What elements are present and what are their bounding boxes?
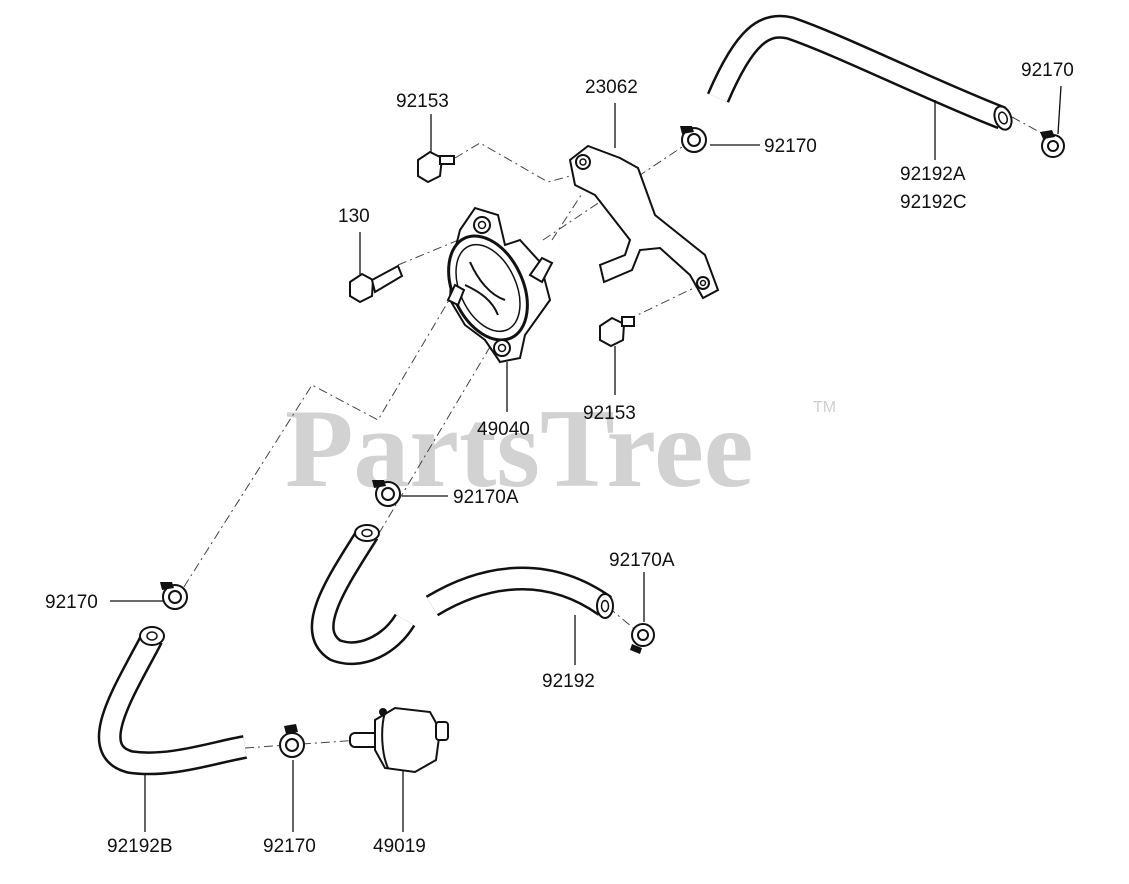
clamp-92170A-lower xyxy=(630,623,655,654)
clamp-92170-top-right xyxy=(1040,130,1065,158)
label-49040[interactable]: 49040 xyxy=(477,419,530,440)
fuel-pump-49040 xyxy=(446,206,554,364)
clamp-92170-bottom xyxy=(279,724,305,758)
leader-lines xyxy=(110,85,1062,832)
hose-92192B xyxy=(97,626,248,776)
label-92170-top-right[interactable]: 92170 xyxy=(1021,60,1074,81)
bracket-23062 xyxy=(568,144,720,300)
label-49019[interactable]: 49019 xyxy=(373,836,426,857)
label-92170A-upper[interactable]: 92170A xyxy=(453,487,519,508)
clamp-92170-left xyxy=(160,582,188,610)
part-number-labels: 92153 23062 92170 92170 92192A 92192C 13… xyxy=(45,60,1074,857)
label-92192[interactable]: 92192 xyxy=(542,671,595,692)
watermark: PartsTree TM xyxy=(285,387,836,511)
hose-92192A xyxy=(706,14,1013,131)
label-92192A[interactable]: 92192A xyxy=(900,164,966,185)
bolt-92153-bottom xyxy=(599,316,635,348)
hose-92192 xyxy=(310,524,614,666)
fuel-filter-49019 xyxy=(349,706,449,774)
watermark-trademark: TM xyxy=(813,399,836,416)
watermark-text: PartsTree xyxy=(285,387,754,511)
label-23062[interactable]: 23062 xyxy=(585,77,638,98)
bolt-130 xyxy=(349,264,404,304)
label-92170-left[interactable]: 92170 xyxy=(45,592,98,613)
label-92170-mid[interactable]: 92170 xyxy=(764,136,817,157)
clamp-92170-top-mid xyxy=(680,126,707,153)
label-92192C[interactable]: 92192C xyxy=(900,192,967,213)
label-92153-bottom[interactable]: 92153 xyxy=(583,403,636,424)
bolt-92153-top xyxy=(417,150,455,184)
label-92170-bottom[interactable]: 92170 xyxy=(263,836,316,857)
label-130[interactable]: 130 xyxy=(338,206,370,227)
label-92170A-lower[interactable]: 92170A xyxy=(609,550,675,571)
label-92192B[interactable]: 92192B xyxy=(107,836,173,857)
label-92153-top[interactable]: 92153 xyxy=(396,91,449,112)
clamp-92170A-upper xyxy=(372,480,401,507)
